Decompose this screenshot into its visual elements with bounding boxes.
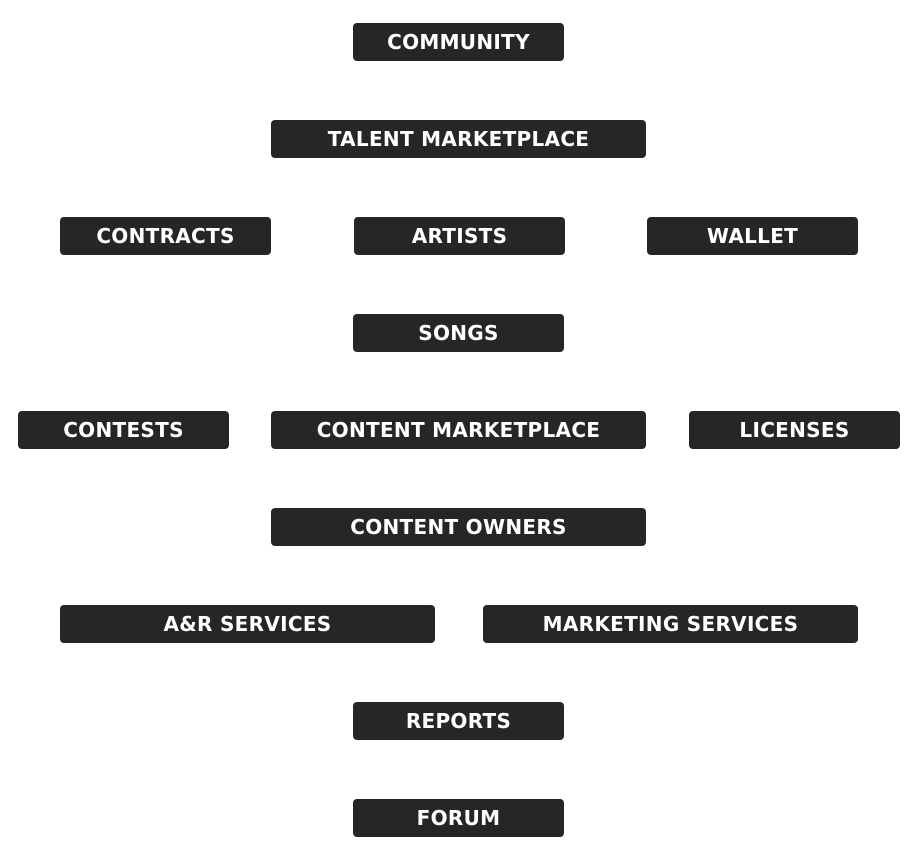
node-content-marketplace-label: CONTENT MARKETPLACE bbox=[316, 418, 601, 442]
node-marketing-services-label: MARKETING SERVICES bbox=[542, 612, 799, 636]
node-content-owners-label: CONTENT OWNERS bbox=[350, 515, 567, 539]
node-community[interactable]: COMMUNITY bbox=[353, 23, 564, 61]
node-talent-marketplace-label: TALENT MARKETPLACE bbox=[327, 127, 590, 151]
node-ar-services[interactable]: A&R SERVICES bbox=[60, 605, 435, 643]
node-contracts-label: CONTRACTS bbox=[96, 224, 235, 248]
node-artists[interactable]: ARTISTS bbox=[354, 217, 565, 255]
node-songs-label: SONGS bbox=[418, 321, 499, 345]
node-forum-label: FORUM bbox=[416, 806, 501, 830]
node-reports-label: REPORTS bbox=[405, 709, 512, 733]
node-content-marketplace[interactable]: CONTENT MARKETPLACE bbox=[271, 411, 646, 449]
node-contests-label: CONTESTS bbox=[63, 418, 184, 442]
node-marketing-services[interactable]: MARKETING SERVICES bbox=[483, 605, 858, 643]
node-community-label: COMMUNITY bbox=[387, 30, 530, 54]
node-forum[interactable]: FORUM bbox=[353, 799, 564, 837]
node-talent-marketplace[interactable]: TALENT MARKETPLACE bbox=[271, 120, 646, 158]
node-contracts[interactable]: CONTRACTS bbox=[60, 217, 271, 255]
node-artists-label: ARTISTS bbox=[411, 224, 508, 248]
node-wallet[interactable]: WALLET bbox=[647, 217, 858, 255]
node-licenses-label: LICENSES bbox=[739, 418, 850, 442]
node-reports[interactable]: REPORTS bbox=[353, 702, 564, 740]
node-contests[interactable]: CONTESTS bbox=[18, 411, 229, 449]
node-songs[interactable]: SONGS bbox=[353, 314, 564, 352]
node-licenses[interactable]: LICENSES bbox=[689, 411, 900, 449]
node-wallet-label: WALLET bbox=[706, 224, 799, 248]
node-ar-services-label: A&R SERVICES bbox=[163, 612, 332, 636]
node-content-owners[interactable]: CONTENT OWNERS bbox=[271, 508, 646, 546]
